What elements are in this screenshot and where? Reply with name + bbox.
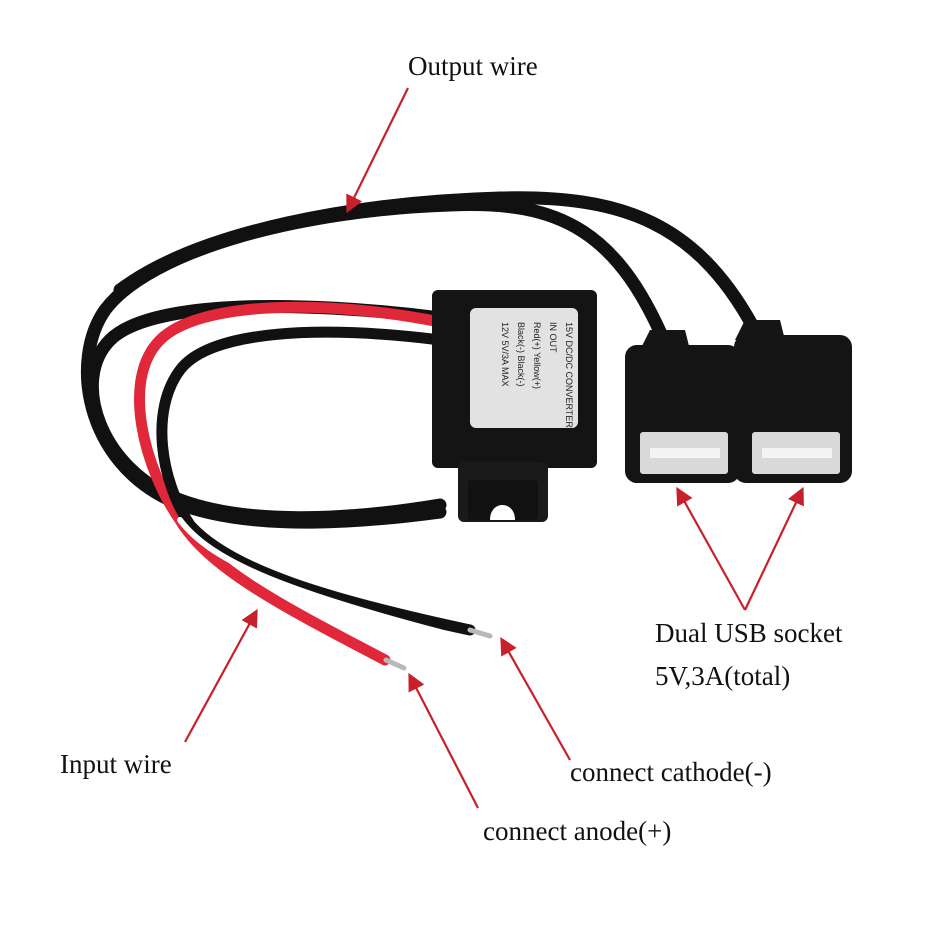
callout-arrows [184,87,804,809]
arrow-cathode [500,636,571,761]
anode-label: connect anode(+) [483,816,672,846]
usb-socket-label: Dual USB socket [655,618,843,648]
input-wires [134,301,493,671]
output-wire-label: Output wire [408,51,538,81]
usb-rating-label: 5V,3A(total) [655,661,791,691]
input-wire-label: Input wire [60,749,172,779]
cathode-label: connect cathode(-) [570,757,772,787]
module-label-line: Red(+) Yellow(+) [532,322,542,389]
arrow-output [346,87,409,214]
module-label-text: 15V DC/DC CONVERTER IN OUT Red(+) Yellow… [500,322,574,428]
module-label-line: 12V 5V/3A MAX [500,322,510,387]
arrow-anode [408,672,479,809]
usb-socket-right [734,320,852,483]
arrow-input [184,608,258,743]
module-label-line: Black(-) Black(-) [516,322,526,387]
converter-module: 15V DC/DC CONVERTER IN OUT Red(+) Yellow… [432,290,597,522]
arrow-usb-left [676,486,746,611]
usb-socket-left [625,330,740,483]
module-label-line: IN OUT [548,322,558,353]
arrow-usb-right [744,486,804,611]
module-label-line: 15V DC/DC CONVERTER [564,322,574,428]
